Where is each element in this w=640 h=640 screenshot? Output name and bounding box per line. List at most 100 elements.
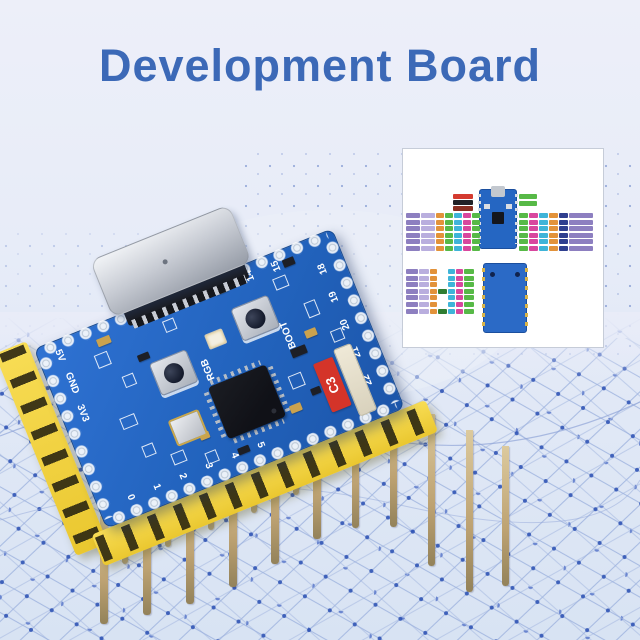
pinout-row xyxy=(406,295,475,301)
pin-chip xyxy=(549,245,558,251)
pinout-row xyxy=(519,219,594,225)
pin-chip xyxy=(419,301,429,307)
pin-chip xyxy=(472,226,480,232)
pin-chip xyxy=(472,239,480,245)
smd-component xyxy=(309,385,322,396)
pin-chip xyxy=(421,232,435,238)
pin-chip xyxy=(406,295,418,301)
page-title: Development Board xyxy=(98,40,542,91)
silk-pin-label: 19 xyxy=(326,289,342,304)
pinout-row xyxy=(519,239,594,245)
smd-component xyxy=(303,326,318,339)
pin-chip xyxy=(454,219,462,225)
pinout-row xyxy=(519,226,594,232)
pin-chip xyxy=(464,308,474,314)
pin-chip xyxy=(406,288,418,294)
pin-chip xyxy=(454,213,462,218)
pin-chip xyxy=(406,213,420,218)
pin-chip xyxy=(406,232,420,238)
pin-chip xyxy=(421,239,435,245)
pin-chip xyxy=(454,232,462,238)
header-pin xyxy=(502,446,509,586)
pin-chip xyxy=(463,213,471,218)
pin-chip xyxy=(549,239,558,245)
pin-chip xyxy=(406,301,418,307)
pin-chip xyxy=(406,219,420,225)
pin-chip xyxy=(453,194,473,199)
pin-chip xyxy=(436,213,444,218)
pinout-rows-bottom xyxy=(406,269,475,315)
pin-chip xyxy=(436,245,444,251)
c3-sticker-text: C3 xyxy=(322,374,343,396)
pinout-row xyxy=(406,269,475,274)
pin-chip xyxy=(529,232,538,238)
silkscreen-box xyxy=(170,449,188,466)
pin-chip xyxy=(438,269,447,274)
pin-chip xyxy=(463,226,471,232)
boot-button-cap xyxy=(242,305,269,332)
pin-chip xyxy=(559,245,568,251)
crystal-oscillator xyxy=(167,408,209,448)
pin-chip xyxy=(445,245,453,251)
pin-chip xyxy=(464,295,474,301)
pad-row xyxy=(515,194,518,244)
pin-chip xyxy=(549,226,558,232)
pinout-row xyxy=(519,232,594,238)
pin-chip xyxy=(419,288,429,294)
pin-chip xyxy=(529,226,538,232)
header-pin xyxy=(466,430,473,592)
pin-chip xyxy=(529,245,538,251)
pin-chip xyxy=(472,213,480,218)
pin-chip xyxy=(430,275,437,281)
header-pin xyxy=(428,414,435,566)
silkscreen-box xyxy=(161,317,178,334)
pin-chip xyxy=(448,308,455,314)
silkscreen-box xyxy=(121,372,138,389)
header-pin xyxy=(390,403,397,527)
pin-chip xyxy=(406,239,420,245)
silkscreen-box xyxy=(272,274,290,291)
pin-chip xyxy=(436,239,444,245)
pin-chip xyxy=(472,219,480,225)
pin-chip xyxy=(539,245,548,251)
pin-chip xyxy=(438,276,447,281)
chip-icon xyxy=(492,212,504,224)
pin-chip xyxy=(421,245,435,251)
pad-row xyxy=(478,194,481,244)
pin-chip xyxy=(559,213,568,218)
smd-component xyxy=(237,444,251,456)
pin-chip xyxy=(406,282,418,288)
pinout-rows-right xyxy=(519,213,594,253)
pin-chip xyxy=(438,302,447,307)
pin-chip xyxy=(539,239,548,245)
pin-chip xyxy=(519,245,528,251)
pin-chip xyxy=(436,226,444,232)
header-pin xyxy=(352,416,359,528)
pin-chip xyxy=(448,275,455,281)
boot-button xyxy=(230,294,281,342)
silkscreen-box xyxy=(119,413,139,431)
pin-chip xyxy=(529,239,538,245)
pin-chip xyxy=(519,219,528,225)
pin-chip xyxy=(569,213,593,218)
smd-component xyxy=(136,351,151,363)
pin-chip xyxy=(529,219,538,225)
silk-pin-label: 5 xyxy=(254,440,267,450)
pin-chip xyxy=(463,239,471,245)
silkscreen-box xyxy=(303,299,321,319)
silk-pin-label: 1 xyxy=(150,482,163,492)
header-pin xyxy=(186,482,194,604)
pin-chip xyxy=(438,282,447,287)
pin-chip xyxy=(472,245,480,251)
pin-chip xyxy=(539,219,548,225)
silk-pin-label: 5V xyxy=(52,347,68,364)
pin-chip xyxy=(519,200,537,206)
pin-chip xyxy=(453,206,473,211)
pin-chip xyxy=(456,275,463,281)
pin-chip xyxy=(421,226,435,232)
pin-chip xyxy=(430,288,437,294)
usb-icon xyxy=(491,186,505,197)
pin-chip xyxy=(549,219,558,225)
pin-chip xyxy=(448,269,455,274)
pin-chip xyxy=(448,282,455,288)
